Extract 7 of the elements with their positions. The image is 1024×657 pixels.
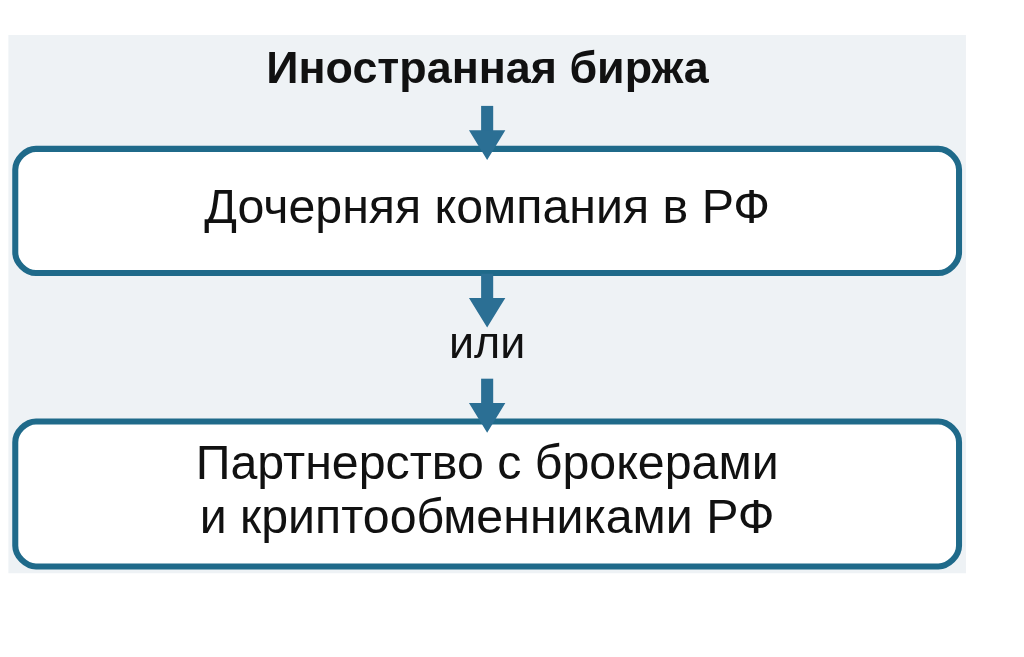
node-text: Иностранная биржа bbox=[266, 41, 709, 93]
arrow bbox=[468, 378, 506, 433]
node-text: или bbox=[449, 316, 526, 368]
node-box: Партнерство с брокерами и криптообменниками РФ bbox=[12, 417, 963, 569]
arrow bbox=[468, 105, 506, 160]
node-box: Дочерняя компания в РФ bbox=[12, 145, 963, 276]
arrow bbox=[468, 273, 506, 328]
